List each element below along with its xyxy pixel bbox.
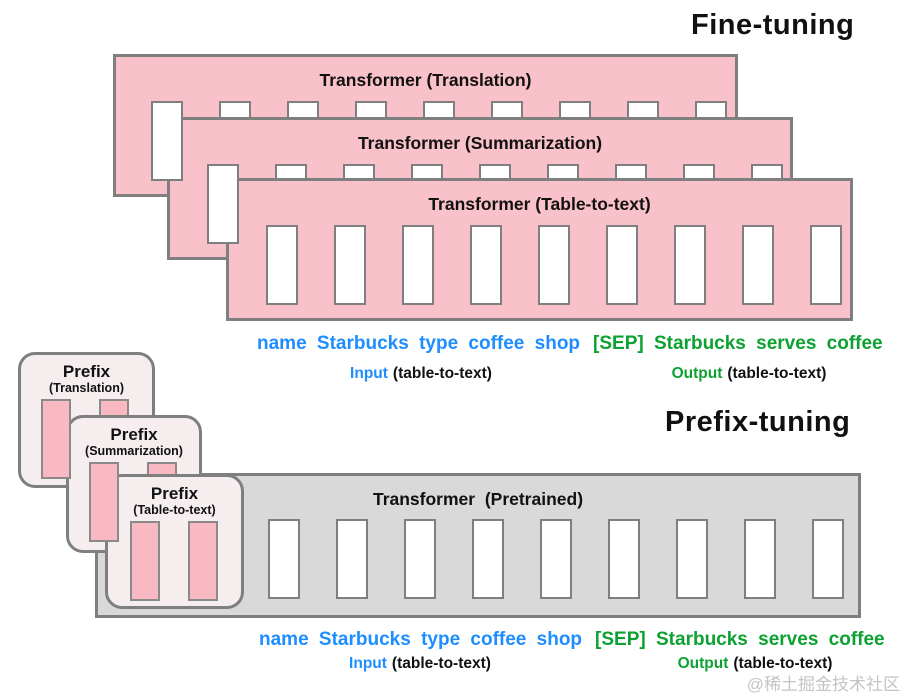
token-slot [470,225,502,305]
token-slot [402,225,434,305]
token-slot [744,519,776,599]
token-slot-row [266,225,842,305]
token-slot [404,519,436,599]
prefix-summarization-label: Prefix [110,425,158,444]
prefix-bar-row [130,521,218,601]
output-tokens: [SEP] Starbucks serves coffee [593,333,883,354]
output-caption-label: Output [677,655,729,672]
transformer-translation-label: Transformer (Translation) [319,70,532,90]
prefix-summarization-sublabel: (Summarization) [85,443,183,458]
token-slot [606,225,638,305]
output-caption-fine-tuning: Output(table-to-text) [672,365,827,383]
token-slot [472,519,504,599]
transformer-box-table-to-text: Transformer (Table-to-text) [226,178,853,321]
token-slot [742,225,774,305]
token-slot [266,225,298,305]
prefix-table-to-text-label: Prefix [150,484,199,503]
input-caption-detail: (table-to-text) [391,655,491,672]
token-slot [540,519,572,599]
input-tokens: name Starbucks type coffee shop [259,629,583,650]
transformer-pretrained-label: Transformer (Pretrained) [372,489,584,509]
prefix-activation-bar [89,462,119,542]
token-slot [608,519,640,599]
token-slot [538,225,570,305]
prefix-translation-sublabel: (Translation) [48,380,124,395]
output-tokens: [SEP] Starbucks serves coffee [595,629,885,650]
token-slot [207,164,239,244]
token-slot [268,519,300,599]
output-caption-detail: (table-to-text) [733,655,833,672]
input-caption-detail: (table-to-text) [392,365,492,382]
fine-tuning-title: Fine-tuning [691,9,855,41]
prefix-activation-bar [41,399,71,479]
token-sentence-prefix-tuning: name Starbucks type coffee shop [SEP] St… [259,629,885,651]
input-caption-prefix-tuning: Input(table-to-text) [349,655,491,673]
input-caption-label: Input [349,655,387,672]
prefix-translation-label: Prefix [62,362,111,381]
transformer-summarization-label: Transformer (Summarization) [357,133,603,153]
prefix-table-to-text-sublabel: (Table-to-text) [133,502,216,517]
token-sentence-fine-tuning: name Starbucks type coffee shop [SEP] St… [257,333,883,355]
input-caption-fine-tuning: Input(table-to-text) [350,365,492,383]
token-slot [151,101,183,181]
token-slot [810,225,842,305]
prefix-activation-bar [188,521,218,601]
prefix-activation-bar [130,521,160,601]
transformer-table-to-text-label: Transformer (Table-to-text) [428,194,651,214]
token-slot [336,519,368,599]
input-tokens: name Starbucks type coffee shop [257,333,581,354]
token-slot [812,519,844,599]
token-slot [334,225,366,305]
prefix-box-table-to-text: Prefix (Table-to-text) [105,474,244,609]
prefix-tuning-title: Prefix-tuning [665,406,851,438]
output-caption-detail: (table-to-text) [727,365,827,382]
input-caption-label: Input [350,365,388,382]
output-caption-prefix-tuning: Output(table-to-text) [678,655,833,673]
token-slot [674,225,706,305]
watermark: @稀土掘金技术社区 [746,675,900,694]
output-caption-label: Output [671,365,723,382]
token-slot [676,519,708,599]
token-slot-row [268,519,844,599]
